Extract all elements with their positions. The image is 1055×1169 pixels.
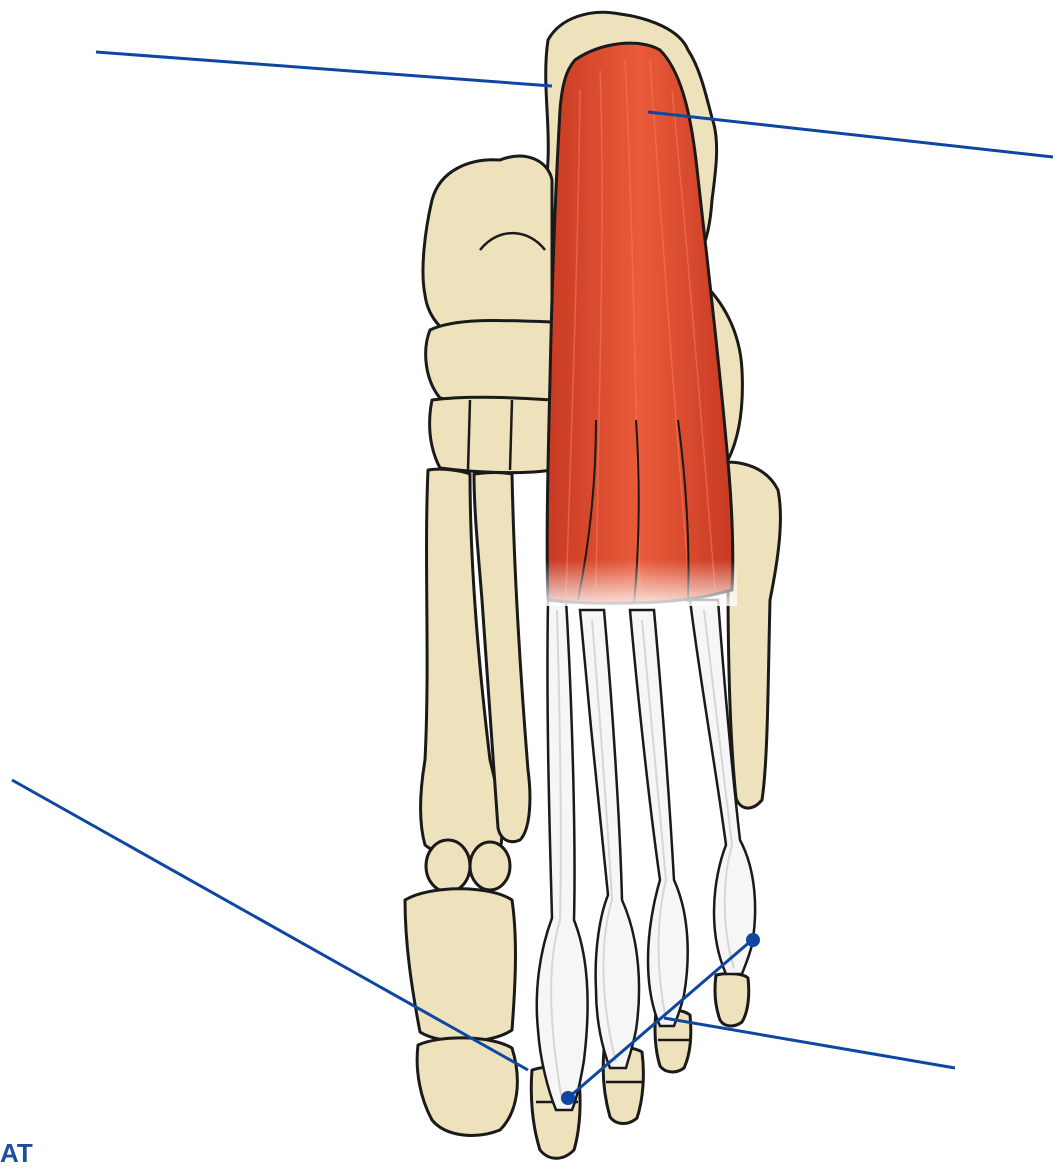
navicular-bone	[426, 320, 552, 404]
leader-dot-toe-2	[561, 1091, 575, 1105]
tendon-toe-2	[537, 600, 588, 1110]
hallux-proximal-phalanx	[405, 889, 515, 1042]
cuneiform-bones	[430, 397, 552, 472]
hallux-distal-phalanx	[417, 1038, 517, 1136]
flexor-tendons	[537, 600, 755, 1110]
toe-5-phalanges	[715, 974, 749, 1026]
talus-bone	[423, 156, 552, 345]
cropped-label-text: AT	[0, 1138, 33, 1169]
leader-dot-toe-5	[746, 933, 760, 947]
metatarsal-5	[725, 462, 780, 808]
leader-line-bottom-right	[664, 1018, 955, 1068]
sesamoid-right	[470, 842, 510, 890]
leader-line-calcaneus	[96, 52, 552, 86]
sesamoid-left	[426, 840, 470, 892]
tendon-toe-3	[580, 610, 639, 1068]
